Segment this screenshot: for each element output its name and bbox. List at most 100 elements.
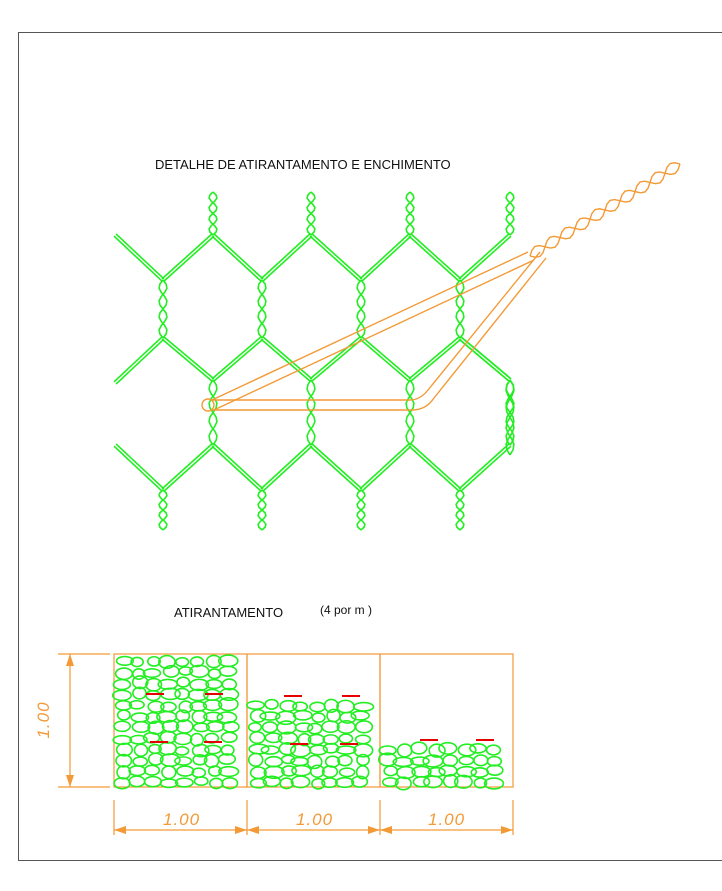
stone <box>294 722 314 733</box>
stone <box>324 755 341 768</box>
twist-lower <box>208 379 218 446</box>
stone <box>174 746 190 756</box>
stone <box>456 765 478 778</box>
stone <box>178 700 194 714</box>
stone <box>147 700 165 713</box>
stone <box>218 765 240 778</box>
stone <box>189 656 205 668</box>
stone <box>129 734 148 745</box>
stone <box>218 696 239 712</box>
stone <box>485 744 502 756</box>
stone <box>131 667 146 681</box>
stone <box>145 677 163 692</box>
stone <box>115 753 133 768</box>
tie-markers <box>146 693 494 745</box>
stone <box>279 699 298 713</box>
twist-top <box>505 191 515 236</box>
stone <box>311 712 326 723</box>
tie-wire-upper <box>211 251 529 401</box>
tie-subtitle: (4 por m ) <box>320 603 373 617</box>
mesh-diagonal <box>113 336 163 383</box>
stone <box>396 743 413 758</box>
mesh-diagonal <box>410 233 462 280</box>
stone <box>189 732 205 747</box>
mesh-diagonal <box>211 235 262 282</box>
stone <box>442 773 459 789</box>
stone <box>469 743 487 754</box>
detail-title: DETALHE DE ATIRANTAMENTO E ENCHIMENTO <box>155 157 451 172</box>
tie-wire-twist <box>529 163 681 257</box>
mesh-diagonal <box>361 336 412 380</box>
stone <box>221 678 238 691</box>
stone <box>338 733 354 744</box>
mesh-diagonal <box>458 338 510 382</box>
stone <box>145 689 162 702</box>
stone <box>279 777 294 790</box>
stone <box>191 767 207 779</box>
stone <box>247 752 264 768</box>
mesh-diagonal <box>361 445 412 492</box>
mesh-diagonal <box>262 445 313 492</box>
stone <box>423 775 443 789</box>
mesh-diagonal <box>309 235 361 282</box>
stone <box>161 765 177 780</box>
mesh-diagonal <box>458 233 510 280</box>
dimension-arrow <box>368 826 380 834</box>
stone <box>354 734 372 745</box>
gabion-cell <box>379 653 514 788</box>
stone <box>470 767 490 778</box>
mesh-diagonal <box>309 445 361 492</box>
mesh-diagonal <box>361 235 412 282</box>
stone <box>130 656 144 668</box>
stone <box>158 654 176 670</box>
stone <box>394 776 412 791</box>
twist-right <box>505 379 515 456</box>
dimension-arrow <box>247 826 259 834</box>
stone <box>458 755 475 766</box>
stone <box>193 776 209 787</box>
stone <box>336 699 356 714</box>
stone <box>289 743 312 758</box>
stone <box>323 698 339 713</box>
mesh-diagonal <box>163 445 215 492</box>
mesh-diagonal <box>161 338 213 382</box>
stone <box>111 689 132 702</box>
twist-lower <box>405 379 415 446</box>
stone <box>335 745 357 755</box>
mesh-diagonal <box>113 445 163 492</box>
stone <box>292 701 309 712</box>
stone <box>220 744 235 756</box>
stone <box>291 764 312 777</box>
stone <box>147 720 165 735</box>
stone <box>277 731 299 745</box>
stone <box>486 755 503 767</box>
mesh-diagonal <box>213 443 264 490</box>
mesh-diagonal <box>115 233 165 280</box>
tie-wire <box>201 162 681 412</box>
stone <box>247 722 263 733</box>
dimension-width-3: 1.00 <box>428 810 466 829</box>
mesh-diagonal <box>260 338 311 382</box>
mesh-diagonal <box>211 336 262 380</box>
mesh-diagonal <box>260 233 311 280</box>
stone <box>131 675 149 690</box>
stone <box>280 754 296 765</box>
twist-mid <box>455 279 465 339</box>
stone <box>337 754 353 767</box>
mesh-diagonal <box>408 445 460 492</box>
stone <box>483 777 505 790</box>
mesh-diagonal <box>311 233 363 280</box>
stone <box>260 745 280 755</box>
stone <box>352 701 375 712</box>
stone <box>192 754 208 766</box>
stone <box>216 711 238 724</box>
mesh-diagonal <box>113 235 163 282</box>
stone <box>128 775 146 788</box>
stone <box>142 668 162 679</box>
mesh-diagonal <box>262 235 313 282</box>
mesh-diagonal <box>410 443 462 490</box>
stone <box>178 666 194 676</box>
stone <box>438 741 458 755</box>
stone <box>175 719 194 734</box>
stone <box>148 743 162 755</box>
